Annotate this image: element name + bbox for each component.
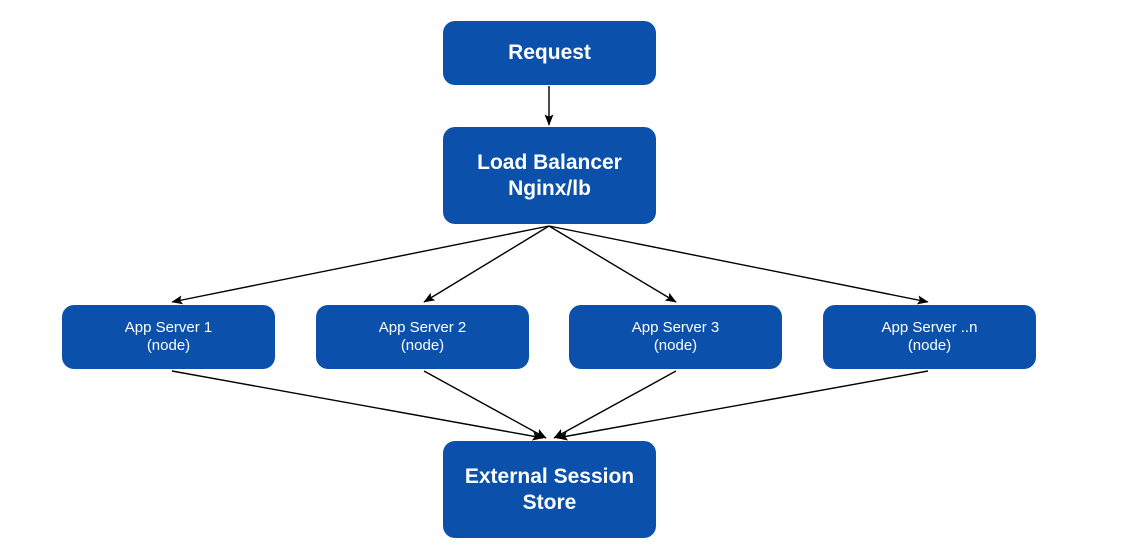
node-app-server-3[interactable]: App Server 3 (node) [569, 305, 782, 369]
edge-lb-to-app3 [548, 225, 677, 303]
node-load-balancer[interactable]: Load Balancer Nginx/lb [443, 127, 656, 224]
edge-app3-to-store [553, 370, 677, 439]
node-app-server-n[interactable]: App Server ..n (node) [823, 305, 1036, 369]
edge-app1-to-store [171, 370, 544, 441]
edge-lb-to-appn [548, 225, 929, 305]
node-external-session-store[interactable]: External Session Store [443, 441, 656, 538]
edge-lb-to-app2 [423, 225, 550, 303]
node-app-server-2[interactable]: App Server 2 (node) [316, 305, 529, 369]
node-request[interactable]: Request [443, 21, 656, 85]
edge-lb-to-app1 [171, 225, 550, 305]
node-app-server-1[interactable]: App Server 1 (node) [62, 305, 275, 369]
edge-appn-to-store [556, 370, 929, 441]
edge-app2-to-store [423, 370, 547, 439]
